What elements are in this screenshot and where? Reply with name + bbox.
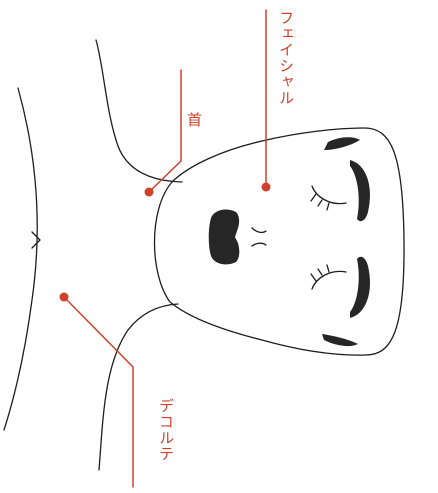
shoulder-contour: [4, 88, 37, 430]
leader-line-neck: [149, 70, 181, 192]
eye-lower: [312, 271, 346, 289]
label-facial: フェイシャル: [278, 10, 293, 106]
marker-neck: [145, 188, 154, 197]
lips: [209, 210, 240, 265]
forehead-shade-upper: [324, 137, 360, 150]
label-decollete: デコルテ: [158, 398, 173, 462]
leader-line-decollete: [64, 297, 133, 487]
face-outline: [155, 128, 405, 355]
eyebrow-lower: [350, 257, 370, 318]
label-neck: 首: [186, 112, 201, 128]
eye-upper: [312, 186, 346, 204]
collarbone-notch: [32, 232, 40, 248]
marker-decollete: [60, 293, 69, 302]
forehead-shade-lower: [322, 334, 358, 346]
eyebrow-upper: [350, 160, 370, 221]
marker-facial: [262, 183, 271, 192]
nose: [252, 228, 266, 232]
neck-contour-top: [96, 40, 182, 182]
